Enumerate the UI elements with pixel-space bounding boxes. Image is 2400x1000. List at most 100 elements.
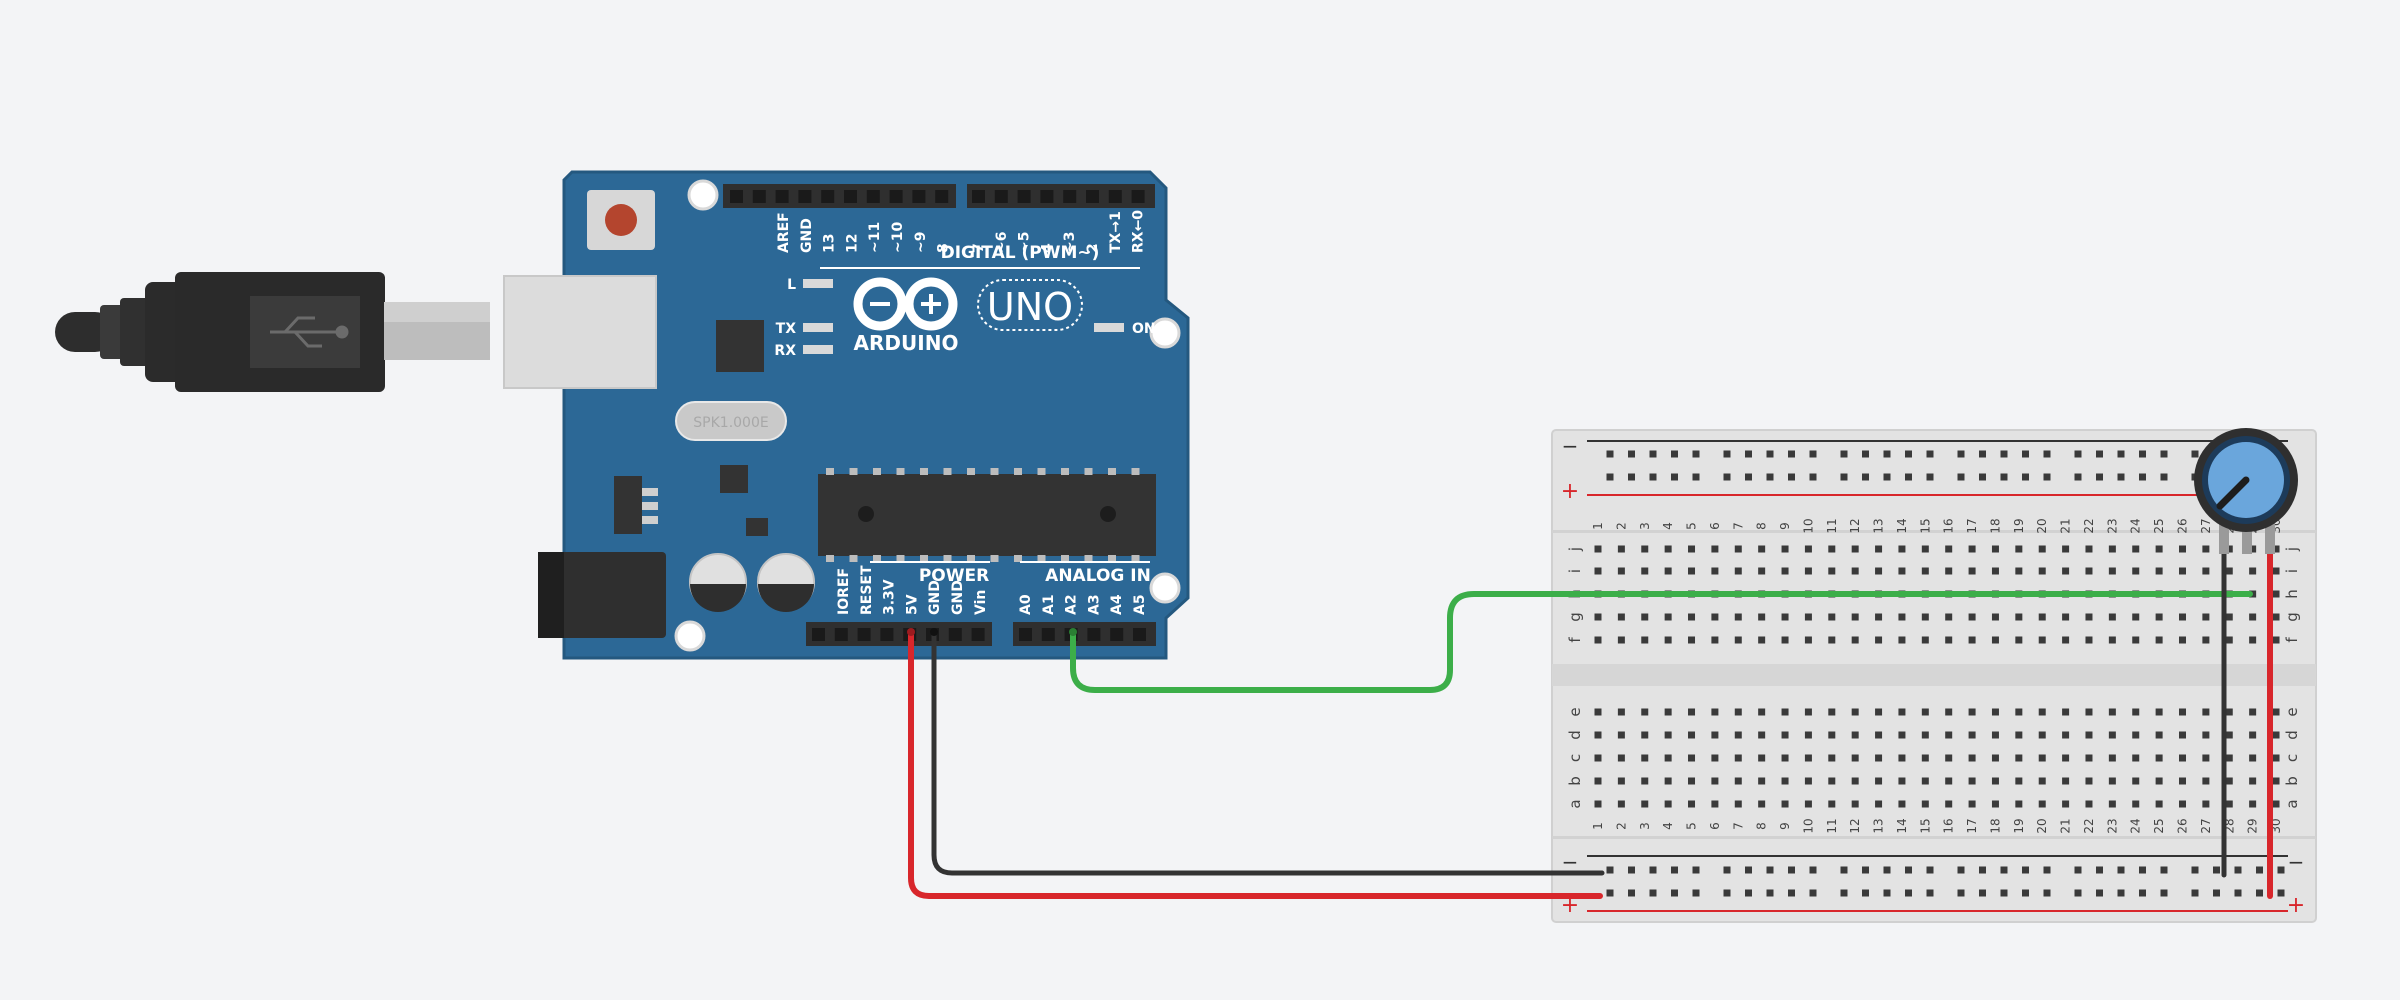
terminal-hole[interactable] [1664,754,1672,762]
terminal-hole[interactable] [1898,754,1906,762]
terminal-hole[interactable] [2179,754,2186,762]
terminal-hole[interactable] [2249,800,2257,808]
terminal-hole[interactable] [2155,636,2163,644]
terminal-hole[interactable] [2085,545,2093,553]
rail-hole[interactable] [1883,866,1891,874]
rail-hole[interactable] [2096,473,2103,481]
rail-hole[interactable] [2043,473,2051,481]
header-slot[interactable] [1110,628,1124,641]
header-slot[interactable] [994,190,1008,203]
header-slot[interactable] [775,190,789,203]
rail-hole[interactable] [2256,866,2263,874]
terminal-hole[interactable] [1594,777,1602,785]
rail-hole[interactable] [2043,889,2051,897]
rail-hole[interactable] [2234,866,2242,874]
rail-hole[interactable] [2000,889,2008,897]
terminal-hole[interactable] [2062,731,2070,739]
terminal-hole[interactable] [2249,567,2257,575]
header-slot[interactable] [1063,190,1077,203]
terminal-hole[interactable] [1758,636,1766,644]
header-slot[interactable] [857,628,871,641]
terminal-hole[interactable] [1734,567,1742,575]
header-slot[interactable] [889,190,903,203]
terminal-hole[interactable] [2038,636,2046,644]
header-slot[interactable] [1087,628,1101,641]
terminal-hole[interactable] [1875,731,1883,739]
rail-hole[interactable] [1926,450,1934,458]
rail-hole[interactable] [2022,866,2029,874]
terminal-hole[interactable] [1594,613,1602,621]
terminal-hole[interactable] [2179,545,2186,553]
terminal-hole[interactable] [2038,545,2046,553]
rail-hole[interactable] [2139,450,2146,458]
header-slot[interactable] [1133,628,1146,641]
terminal-hole[interactable] [1898,777,1906,785]
terminal-hole[interactable] [2085,754,2093,762]
rail-hole[interactable] [1692,450,1700,458]
rail-hole[interactable] [1649,889,1657,897]
terminal-hole[interactable] [1921,567,1929,575]
header-slot[interactable] [730,190,743,203]
terminal-hole[interactable] [1594,567,1602,575]
terminal-hole[interactable] [2272,613,2280,621]
terminal-hole[interactable] [2108,613,2116,621]
rail-hole[interactable] [1926,889,1934,897]
terminal-hole[interactable] [1898,636,1906,644]
terminal-hole[interactable] [2132,731,2140,739]
terminal-hole[interactable] [1851,708,1859,716]
terminal-hole[interactable] [2085,800,2093,808]
terminal-hole[interactable] [1617,754,1625,762]
terminal-hole[interactable] [1991,731,1999,739]
terminal-hole[interactable] [1594,754,1602,762]
terminal-hole[interactable] [2062,613,2070,621]
terminal-hole[interactable] [2132,777,2140,785]
rail-hole[interactable] [1957,889,1965,897]
rail-hole[interactable] [2160,889,2168,897]
rail-hole[interactable] [2096,889,2103,897]
terminal-hole[interactable] [1617,708,1625,716]
terminal-hole[interactable] [2179,731,2186,739]
terminal-hole[interactable] [1711,708,1719,716]
terminal-hole[interactable] [1991,567,1999,575]
rail-hole[interactable] [2117,450,2125,458]
rail-hole[interactable] [1788,450,1795,458]
terminal-hole[interactable] [2179,613,2186,621]
rail-hole[interactable] [1979,450,1986,458]
terminal-hole[interactable] [1851,754,1859,762]
terminal-hole[interactable] [2249,613,2257,621]
terminal-hole[interactable] [2108,545,2116,553]
terminal-hole[interactable] [2249,708,2257,716]
terminal-hole[interactable] [1664,777,1672,785]
terminal-hole[interactable] [2272,800,2280,808]
header-slot[interactable] [971,628,985,641]
header-slot[interactable] [1019,628,1032,641]
rail-hole[interactable] [2117,889,2125,897]
terminal-hole[interactable] [2038,800,2046,808]
header-slot[interactable] [1086,190,1099,203]
terminal-hole[interactable] [1594,708,1602,716]
terminal-hole[interactable] [1617,567,1625,575]
terminal-hole[interactable] [1641,800,1649,808]
terminal-hole[interactable] [2062,800,2070,808]
terminal-hole[interactable] [1688,731,1696,739]
rail-hole[interactable] [2022,450,2029,458]
terminal-hole[interactable] [2015,777,2023,785]
terminal-hole[interactable] [2015,800,2023,808]
terminal-hole[interactable] [1851,567,1859,575]
terminal-hole[interactable] [1664,613,1672,621]
header-slot[interactable] [912,190,926,203]
terminal-hole[interactable] [1711,545,1719,553]
header-slot[interactable] [812,628,825,641]
rail-hole[interactable] [1671,889,1678,897]
terminal-hole[interactable] [1758,613,1766,621]
rail-hole[interactable] [1745,866,1752,874]
terminal-hole[interactable] [2225,800,2233,808]
terminal-hole[interactable] [1688,567,1696,575]
rail-hole[interactable] [2043,866,2051,874]
terminal-hole[interactable] [1945,777,1953,785]
terminal-hole[interactable] [1945,731,1953,739]
rail-hole[interactable] [2000,866,2008,874]
rail-hole[interactable] [1606,473,1614,481]
terminal-hole[interactable] [1781,708,1789,716]
terminal-hole[interactable] [1921,636,1929,644]
